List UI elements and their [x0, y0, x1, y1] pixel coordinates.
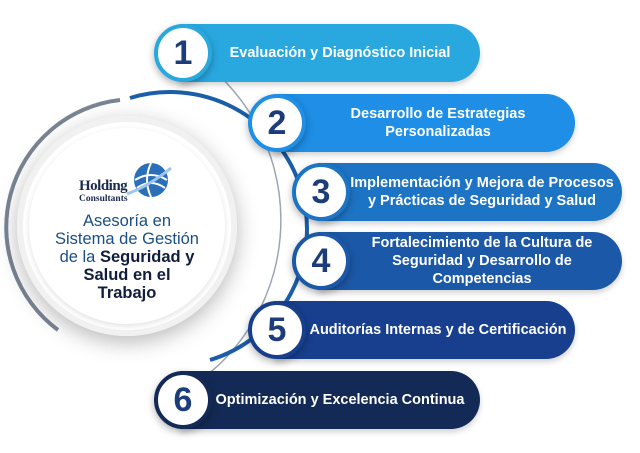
step-1-label: Evaluación y Diagnóstico Inicial: [229, 45, 451, 61]
step-6-badge: 6: [154, 371, 212, 429]
central-hub: Holding Consultants Asesoría en Sistema …: [17, 116, 237, 336]
step-1-badge: 1: [154, 24, 212, 82]
step-5-badge: 5: [248, 301, 306, 359]
hub-line-4: Salud en el: [83, 266, 171, 284]
step-3-badge: 3: [292, 163, 350, 221]
step-3-label: Implementación y Mejora de Procesos y Pr…: [350, 175, 614, 209]
hub-line-2: Sistema de Gestión: [55, 230, 199, 248]
globe-icon: [126, 162, 172, 198]
hub-inner-ring: [29, 128, 225, 324]
step-6-banner: Optimización y Excelencia Continua: [180, 371, 480, 429]
step-4-banner: Fortalecimiento de la Cultura de Segurid…: [318, 232, 622, 290]
holding-consultants-logo: Holding Consultants: [73, 160, 183, 212]
hub-line-1: Asesoría en: [82, 212, 172, 230]
step-3-banner: Implementación y Mejora de Procesos y Pr…: [318, 163, 622, 221]
step-4-label: Fortalecimiento de la Cultura de Segurid…: [371, 235, 593, 287]
step-5-label: Auditorías Internas y de Certificación: [309, 322, 567, 338]
step-4-badge: 4: [292, 232, 350, 290]
step-1-banner: Evaluación y Diagnóstico Inicial: [180, 24, 480, 82]
step-6-label: Optimización y Excelencia Continua: [215, 392, 465, 408]
step-5-banner: Auditorías Internas y de Certificación: [275, 301, 575, 359]
hub-line-3: de la Seguridad y: [59, 248, 195, 266]
step-2-banner: Desarrollo de Estrategias Personalizadas: [275, 94, 575, 152]
step-2-badge: 2: [248, 94, 306, 152]
hub-line-5: Trabajo: [97, 284, 157, 302]
step-2-label: Desarrollo de Estrategias Personalizadas: [350, 106, 526, 140]
